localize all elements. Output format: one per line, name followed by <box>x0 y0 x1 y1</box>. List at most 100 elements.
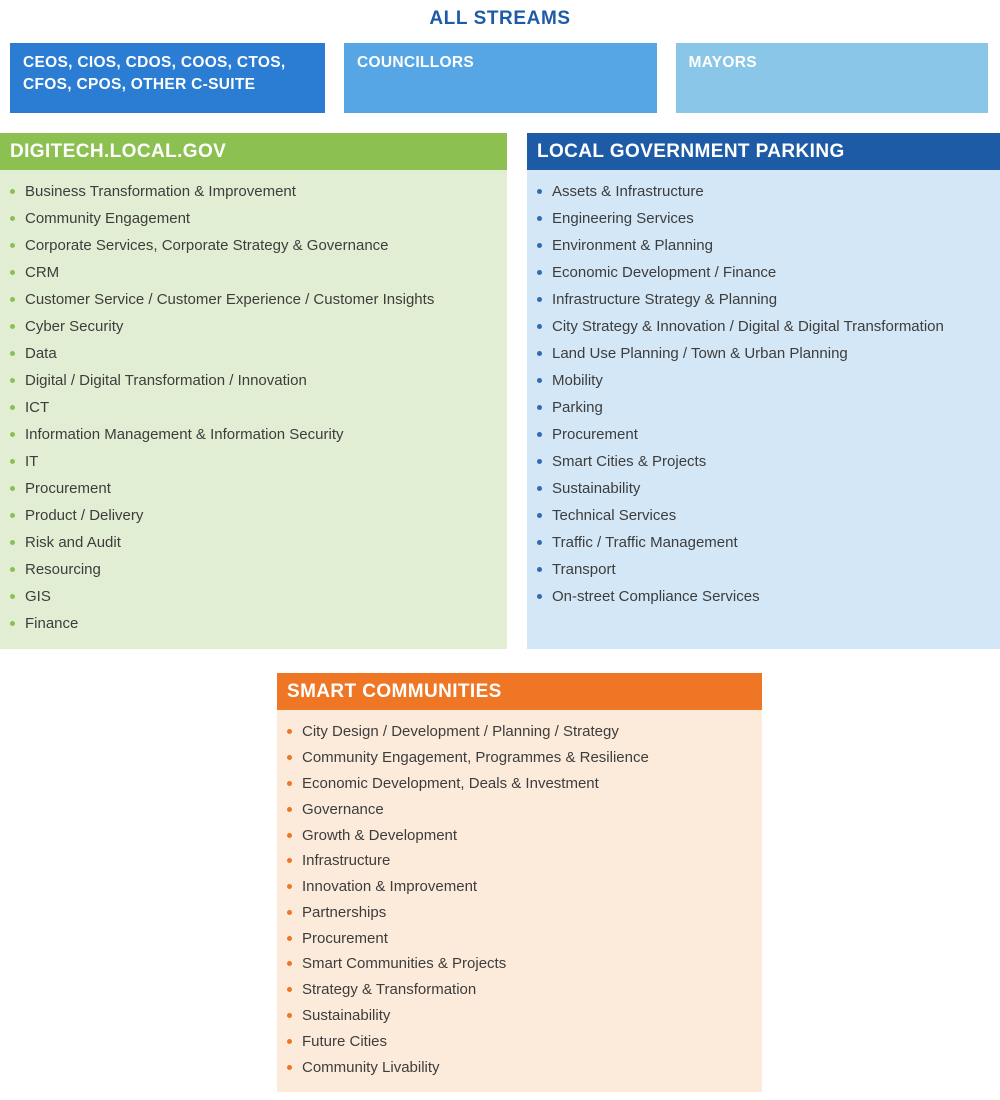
list-item-label: Procurement <box>302 929 388 947</box>
panel-smart-communities: SMART COMMUNITIES City Design / Developm… <box>277 673 762 1092</box>
list-item-label: Business Transformation & Improvement <box>25 183 296 200</box>
list-item: Partnerships <box>277 899 762 925</box>
bullet-icon <box>537 189 542 194</box>
panel-smart-communities-body: City Design / Development / Planning / S… <box>277 710 762 1092</box>
list-item: Mobility <box>527 367 1000 394</box>
bullet-icon <box>10 324 15 329</box>
list-item-label: Traffic / Traffic Management <box>552 534 738 551</box>
list-item: Assets & Infrastructure <box>527 178 1000 205</box>
bullet-icon <box>537 216 542 221</box>
bullet-icon <box>287 858 292 864</box>
list-item-label: City Strategy & Innovation / Digital & D… <box>552 318 944 335</box>
bullet-icon <box>10 297 15 302</box>
list-item-label: Data <box>25 345 57 362</box>
bullet-icon <box>537 567 542 572</box>
bullet-icon <box>287 935 292 941</box>
bullet-icon <box>287 961 292 967</box>
list-item-label: Procurement <box>552 426 638 443</box>
stream-box-mayors: MAYORS <box>675 43 988 113</box>
list-item: Engineering Services <box>527 205 1000 232</box>
list-item: Procurement <box>527 421 1000 448</box>
list-item: Procurement <box>0 475 507 502</box>
page-title: ALL STREAMS <box>429 8 571 29</box>
list-item-label: Innovation & Improvement <box>302 878 478 896</box>
panel-digitech-body: Business Transformation & Improvement Co… <box>0 170 507 649</box>
list-item-label: ICT <box>25 399 50 416</box>
list-item-label: Environment & Planning <box>552 237 713 254</box>
bullet-icon <box>287 729 292 735</box>
bullet-icon <box>287 832 292 838</box>
bullet-icon <box>10 270 15 275</box>
list-item: Smart Cities & Projects <box>527 448 1000 475</box>
list-item-label: Product / Delivery <box>25 507 144 524</box>
bullet-icon <box>10 243 15 248</box>
bullet-icon <box>287 780 292 786</box>
stream-box-csuite: CEOS, CIOS, CDOS, COOS, CTOS, CFOS, CPOS… <box>10 43 325 113</box>
list-item: Customer Service / Customer Experience /… <box>0 286 507 313</box>
list-item: Traffic / Traffic Management <box>527 529 1000 556</box>
list-item-label: Finance <box>25 615 79 632</box>
list-item: Resourcing <box>0 556 507 583</box>
list-item-label: Community Livability <box>302 1058 440 1076</box>
bullet-icon <box>287 884 292 890</box>
bullet-icon <box>537 270 542 275</box>
list-item: Parking <box>527 394 1000 421</box>
list-item: Business Transformation & Improvement <box>0 178 507 205</box>
bullet-icon <box>10 594 15 599</box>
list-item-label: Community Engagement <box>25 210 191 227</box>
list-item: Future Cities <box>277 1028 762 1054</box>
list-item-label: Smart Cities & Projects <box>552 453 707 470</box>
bullet-icon <box>10 540 15 545</box>
bullet-icon <box>287 1064 292 1070</box>
list-item-label: On-street Compliance Services <box>552 588 760 605</box>
list-item-label: Future Cities <box>302 1032 388 1050</box>
list-item-label: Technical Services <box>552 507 677 524</box>
list-item: Innovation & Improvement <box>277 874 762 900</box>
list-item-label: Mobility <box>552 372 603 389</box>
panel-parking: LOCAL GOVERNMENT PARKING Assets & Infras… <box>527 133 1000 649</box>
list-item: Land Use Planning / Town & Urban Plannin… <box>527 340 1000 367</box>
stream-label-mayors: MAYORS <box>688 54 757 71</box>
list-item: Infrastructure <box>277 848 762 874</box>
list-item: Growth & Development <box>277 822 762 848</box>
list-item: GIS <box>0 583 507 610</box>
bullet-icon <box>287 755 292 761</box>
bullet-icon <box>10 459 15 464</box>
list-item-label: CRM <box>25 264 60 281</box>
bullet-icon <box>537 513 542 518</box>
list-item-label: Partnerships <box>302 903 387 921</box>
bullet-icon <box>10 189 15 194</box>
panel-smart-communities-title: SMART COMMUNITIES <box>287 680 502 702</box>
list-item: Environment & Planning <box>527 232 1000 259</box>
bullet-icon <box>537 243 542 248</box>
list-item: CRM <box>0 259 507 286</box>
bullet-icon <box>287 1038 292 1044</box>
list-item: Community Engagement <box>0 205 507 232</box>
list-item: Community Engagement, Programmes & Resil… <box>277 745 762 771</box>
list-item: Data <box>0 340 507 367</box>
panel-digitech-header: DIGITECH.LOCAL.GOV <box>0 133 507 170</box>
list-item-label: GIS <box>25 588 51 605</box>
list-item: Strategy & Transformation <box>277 977 762 1003</box>
panel-digitech-title: DIGITECH.LOCAL.GOV <box>10 140 227 162</box>
panel-digitech: DIGITECH.LOCAL.GOV Business Transformati… <box>0 133 507 649</box>
list-item-label: Infrastructure Strategy & Planning <box>552 291 778 308</box>
bullet-icon <box>287 909 292 915</box>
stream-box-councillors: COUNCILLORS <box>344 43 657 113</box>
list-item-label: City Design / Development / Planning / S… <box>302 723 619 741</box>
panel-parking-header: LOCAL GOVERNMENT PARKING <box>527 133 1000 170</box>
list-item-label: Sustainability <box>302 1006 391 1024</box>
panel-smart-communities-header: SMART COMMUNITIES <box>277 673 762 710</box>
bullet-icon <box>537 432 542 437</box>
list-item-label: Economic Development, Deals & Investment <box>302 774 599 792</box>
list-item-label: Sustainability <box>552 480 641 497</box>
bullet-icon <box>537 459 542 464</box>
bullet-icon <box>537 324 542 329</box>
list-item: Corporate Services, Corporate Strategy &… <box>0 232 507 259</box>
list-item: City Design / Development / Planning / S… <box>277 719 762 745</box>
list-item-label: Land Use Planning / Town & Urban Plannin… <box>552 345 848 362</box>
list-item-label: Assets & Infrastructure <box>552 183 704 200</box>
parking-list: Assets & Infrastructure Engineering Serv… <box>527 178 1000 610</box>
list-item: Sustainability <box>527 475 1000 502</box>
two-column-section: DIGITECH.LOCAL.GOV Business Transformati… <box>0 133 1000 649</box>
